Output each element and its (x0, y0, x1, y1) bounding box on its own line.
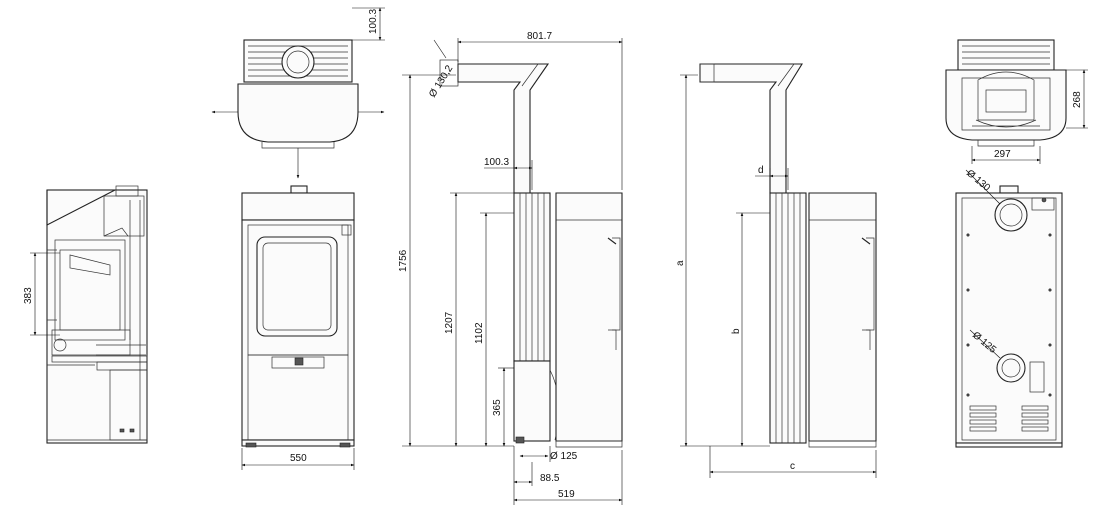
base-depth-label: 519 (558, 489, 575, 500)
side-height-label: 383 (23, 287, 34, 304)
inlet-offset-label: 88.5 (540, 473, 560, 484)
rear-flue-diameter-label: Ø 130 (964, 168, 992, 194)
outlet-offset-label: 100.3 (484, 157, 509, 168)
inner-height-label: 1102 (474, 322, 485, 344)
front-view: 550 (241, 185, 355, 470)
rear-view: Ø 130 Ø 125 (955, 168, 1063, 448)
var-b-label: b (731, 328, 742, 334)
outlet-height-label: 1207 (444, 311, 455, 334)
var-d-label: d (758, 165, 764, 176)
top-view: 100.3 (211, 7, 385, 179)
top-view-width-label: 297 (994, 149, 1011, 160)
overall-depth-label: 801.7 (527, 31, 552, 42)
total-height-label: 1756 (398, 249, 409, 272)
top-view-depth-label: 268 (1072, 91, 1083, 108)
side-variable-view: d a b c (675, 63, 877, 478)
var-c-label: c (790, 461, 795, 472)
flue-diameter-label: Ø 130,2 (427, 63, 455, 99)
front-width-label: 550 (290, 453, 307, 464)
var-a-label: a (675, 260, 686, 266)
top-offset-label: 100.3 (368, 9, 379, 34)
top-chamber-view: 268 297 (945, 39, 1088, 164)
bottom-inlet-height-label: 365 (492, 399, 503, 416)
air-inlet-diameter-label: Ø 125 (550, 451, 578, 462)
side-dimension-view: 801.7 Ø 130,2 1756 1207 100.3 1102 365 Ø… (398, 31, 623, 505)
side-section-view: 383 (23, 185, 148, 444)
